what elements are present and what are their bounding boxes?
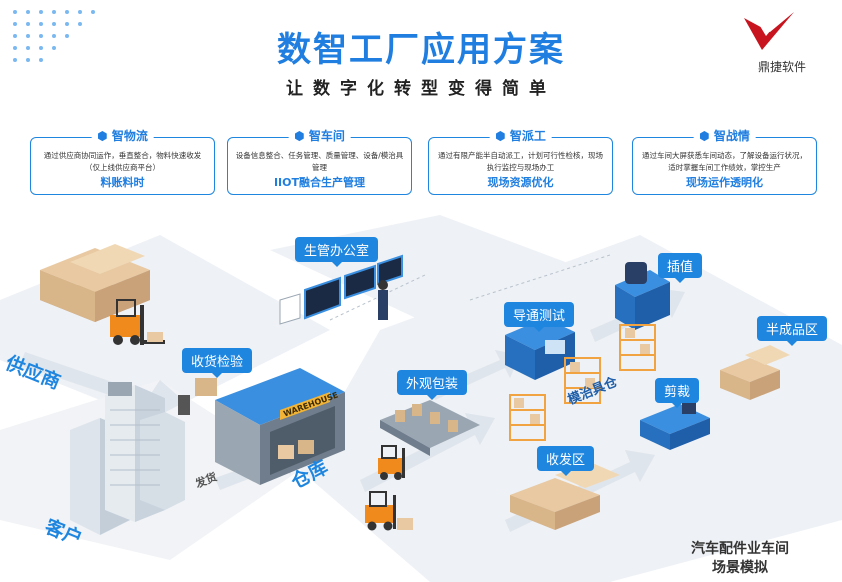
scene-caption: 汽车配件业车间 场景模拟 [660, 540, 820, 578]
card-workshop: ⬢ 智车间 设备信息整合、任务管理、质量管理、设备/模治具管理 IIOT融合生产… [227, 127, 412, 195]
cube-icon: ⬢ [97, 129, 108, 143]
storage-racks [509, 324, 656, 441]
card-dispatch: ⬢ 智派工 通过有限产能半自动派工，计划可行性检核，现场执行监控与现场办工 现场… [428, 127, 613, 195]
insert-machine [615, 262, 670, 330]
card-desc: 通过车间大屏获悉车间动态，了解设备运行状况，适时掌握车间工作绩效，掌控生产 [642, 151, 807, 172]
label-cutting: 剪裁 [655, 378, 700, 408]
forklift-warehouse [378, 445, 405, 480]
warehouse-building [215, 368, 345, 485]
label-office: 生管办公室 [295, 237, 379, 267]
card-keyword: IIOT融合生产管理 [273, 176, 366, 189]
card-heading: ⬢ 智战情 [693, 127, 756, 144]
label-insert: 插值 [658, 253, 703, 283]
label-receiving: 收货检验 [182, 348, 253, 378]
wip-pallets [720, 345, 790, 400]
cube-icon: ⬢ [699, 129, 710, 143]
supplier-pallets [40, 244, 150, 322]
cube-icon: ⬢ [495, 129, 506, 143]
main-floor [300, 235, 842, 582]
page-title: 数智工厂应用方案 [277, 30, 565, 70]
office-screens [279, 254, 403, 325]
card-heading: ⬢ 智车间 [288, 127, 351, 144]
shipping-pallets [510, 462, 620, 530]
brand-logo-icon [744, 12, 794, 50]
receiving-station [178, 378, 217, 415]
forklift-left [110, 299, 165, 345]
card-logistics: ⬢ 智物流 通过供应商协同运作，垂直整合，物料快速收发（仅上线供应商平台） 料账… [30, 127, 215, 195]
label-shipping: 收发区 [537, 446, 595, 476]
brand-logo-text: 鼎捷软件 [758, 60, 807, 74]
card-keyword: 现场运作透明化 [686, 176, 763, 189]
card-keyword: 料账料时 [100, 176, 145, 189]
card-desc: 通过有限产能半自动派工，计划可行性检核，现场执行监控与现场办工 [438, 151, 603, 172]
card-desc: 设备信息整合、任务管理、质量管理、设备/模治具管理 [235, 151, 404, 172]
label-wip: 半成品区 [757, 316, 828, 346]
card-heading: ⬢ 智派工 [489, 127, 552, 144]
label-testing: 导通测试 [504, 302, 575, 332]
label-packaging: 外观包装 [397, 370, 468, 400]
caption-line1: 汽车配件业车间 [691, 541, 789, 557]
caption-line2: 场景模拟 [712, 560, 768, 576]
packaging-line [380, 400, 480, 456]
card-keyword: 现场资源优化 [487, 176, 554, 189]
city-buildings [70, 382, 185, 535]
forklift-bottom [365, 491, 413, 531]
page-subtitle: 让数字化转型变得简单 [286, 79, 556, 99]
card-dashboard: ⬢ 智战情 通过车间大屏获悉车间动态，了解设备运行状况，适时掌握车间工作绩效，掌… [632, 127, 817, 195]
dot-pattern [13, 10, 95, 62]
card-desc: 通过供应商协同运作，垂直整合，物料快速收发（仅上线供应商平台） [43, 151, 202, 172]
cube-icon: ⬢ [294, 129, 305, 143]
card-heading: ⬢ 智物流 [91, 127, 154, 144]
